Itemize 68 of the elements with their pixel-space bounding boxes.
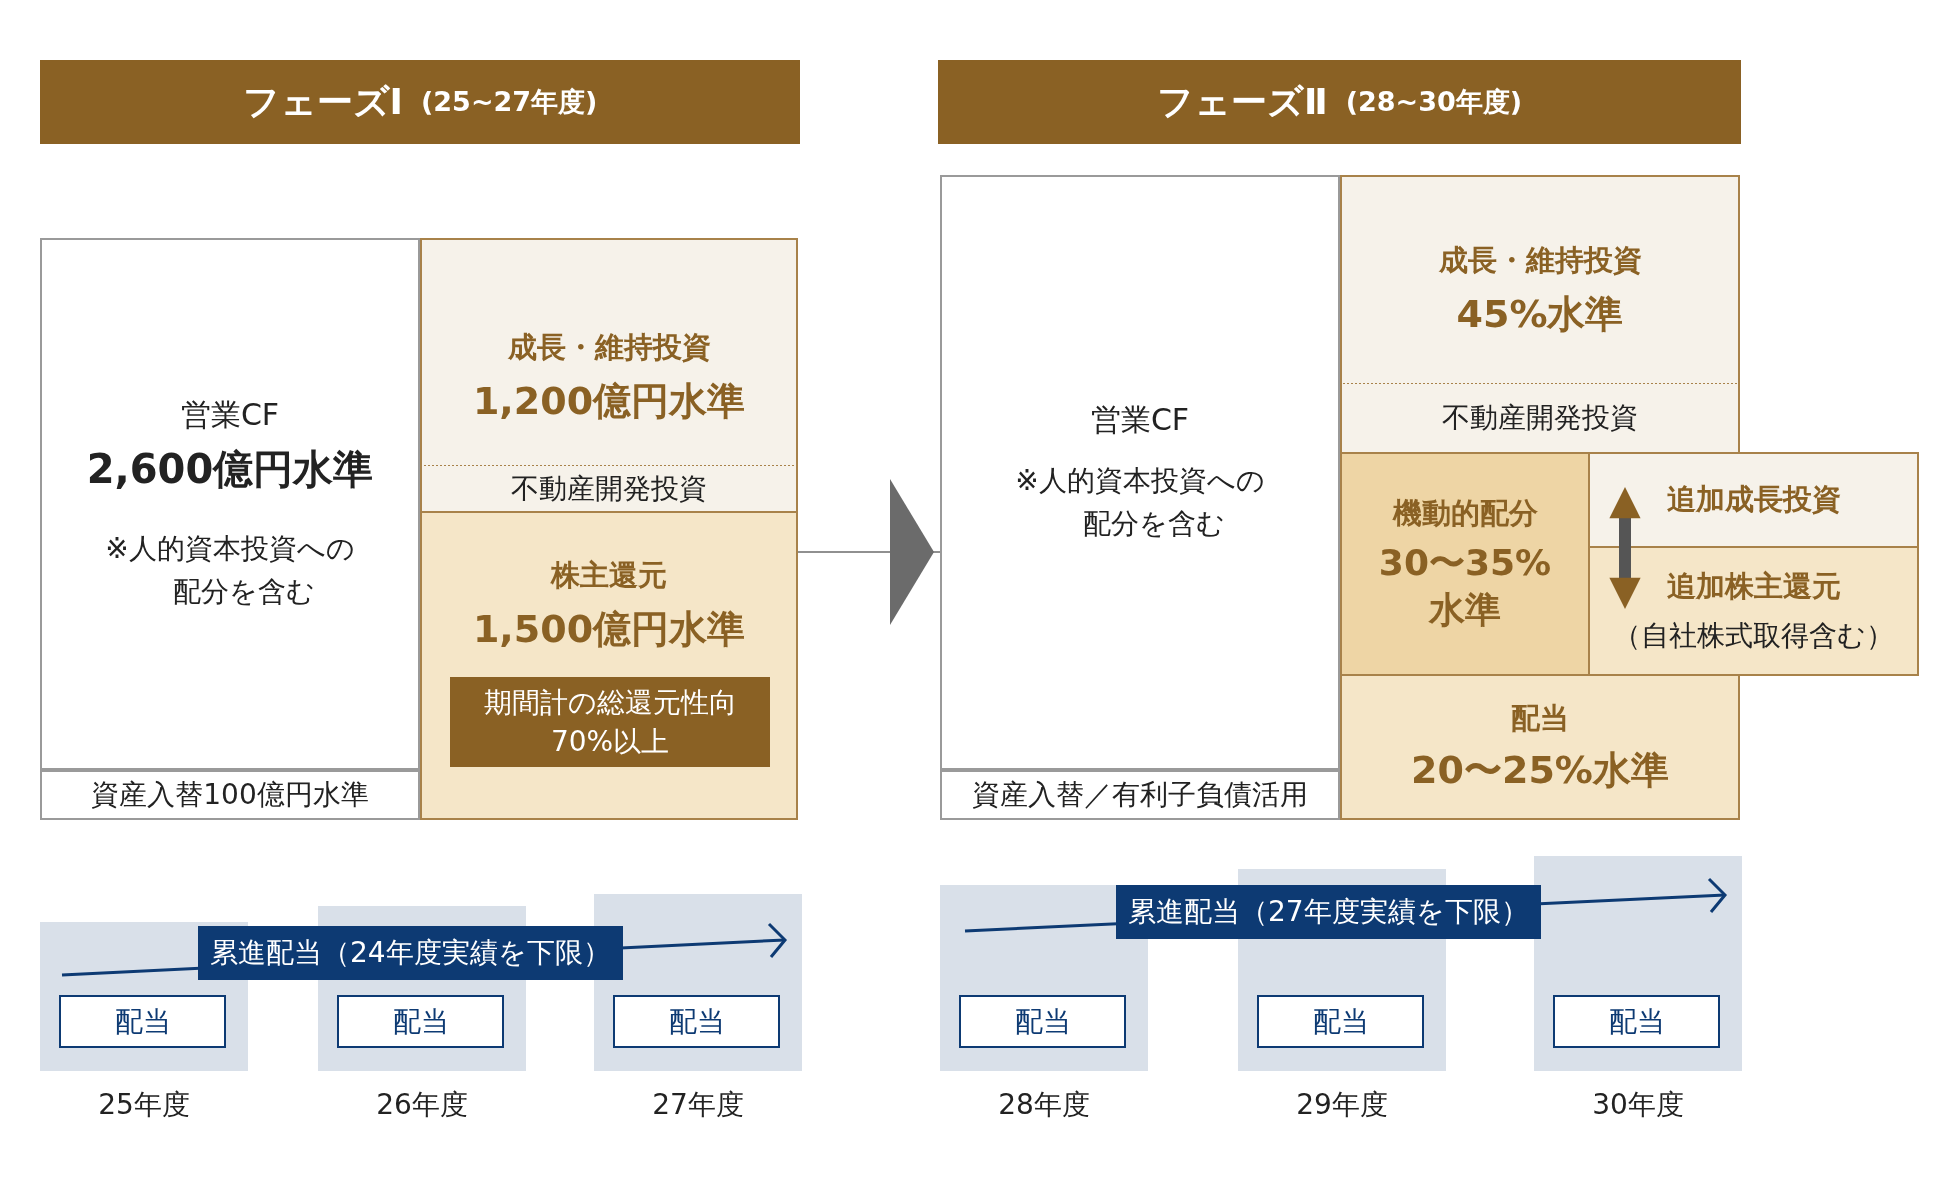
cell-heading: 営業CF (1090, 400, 1190, 439)
table-cell (940, 770, 1340, 820)
table-cell (420, 466, 798, 513)
badge-text: 期間計の総還元性向 70%以上 (482, 684, 738, 760)
cell-heading: 機動的配分 (1392, 495, 1538, 533)
phase-title: フェーズⅠ (242, 79, 403, 124)
cell-heading: 成長・維持投資 (507, 329, 711, 366)
table-frame (40, 238, 798, 820)
table-cell (420, 511, 798, 820)
cell-heading: 株主還元 (551, 557, 667, 594)
year-label: 25年度 (97, 1087, 191, 1123)
year-label: 27年度 (651, 1087, 745, 1123)
double-arrow (1609, 487, 1641, 609)
cell-value: 1,200億円水準 (472, 378, 746, 425)
phase-years: (28~30年度) (1345, 85, 1523, 119)
box-label: 配当 (1608, 1003, 1665, 1040)
table-cell (40, 770, 420, 820)
cell-heading: 営業CF (180, 395, 280, 434)
box-label: 配当 (1312, 1003, 1369, 1040)
cell-value: 20〜25%水準 (1411, 746, 1669, 794)
cell-text: 資産入替100億円水準 (91, 777, 369, 813)
phase-header (938, 60, 1741, 144)
cell-heading: 配当 (1511, 699, 1569, 737)
table-cell (1340, 452, 1590, 676)
cell-value: 30〜35%水準 (1377, 541, 1553, 632)
dividend-box (337, 995, 504, 1048)
banner-label: 累進配当（27年度実績を下限） (1116, 885, 1541, 939)
dividend-box (1257, 995, 1424, 1048)
dividend-box (59, 995, 226, 1048)
box-label: 配当 (668, 1003, 725, 1040)
table-cell (1340, 384, 1740, 454)
year-column (1534, 856, 1742, 1071)
cell-note: ※人的資本投資への配分を含む (1014, 462, 1266, 542)
cell-value: 2,600億円水準 (86, 444, 374, 494)
cell-text: 不動産開発投資 (1442, 400, 1638, 436)
table-cell (940, 175, 1340, 770)
year-label: 29年度 (1295, 1087, 1389, 1123)
cell-heading: 成長・維持投資 (1438, 241, 1642, 279)
table-cell (1588, 546, 1919, 676)
note-badge (450, 677, 770, 767)
table-cell (40, 238, 420, 770)
dividend-box (1553, 995, 1720, 1048)
cell-heading: 追加成長投資 (1666, 481, 1841, 518)
table-cell (1340, 175, 1740, 385)
chevron-arrow (797, 479, 941, 625)
phase-header (40, 60, 800, 144)
table-cell (1340, 674, 1740, 820)
table-cell (420, 238, 798, 467)
cell-value: 1,500億円水準 (472, 606, 746, 653)
cell-text: 不動産開発投資 (511, 470, 707, 507)
year-label: 26年度 (375, 1087, 469, 1123)
banner-label: 累進配当（24年度実績を下限） (198, 926, 623, 980)
dividend-box (613, 995, 780, 1048)
phase-years: (25~27年度) (420, 85, 598, 119)
phase-title: フェーズⅡ (1156, 79, 1328, 124)
cell-note: （自社株式取得含む） (1613, 618, 1894, 654)
cell-heading: 追加株主還元 (1666, 568, 1841, 605)
year-column (594, 894, 802, 1071)
box-label: 配当 (392, 1003, 449, 1040)
box-label: 配当 (1014, 1003, 1071, 1040)
cell-note: ※人的資本投資への配分を含む (104, 530, 356, 610)
table-cell (1588, 452, 1919, 548)
cell-value: 45%水準 (1456, 290, 1624, 338)
year-label: 30年度 (1591, 1087, 1685, 1123)
dividend-box (959, 995, 1126, 1048)
box-label: 配当 (114, 1003, 171, 1040)
year-label: 28年度 (997, 1087, 1091, 1123)
cell-text: 資産入替／有利子負債活用 (972, 777, 1308, 813)
